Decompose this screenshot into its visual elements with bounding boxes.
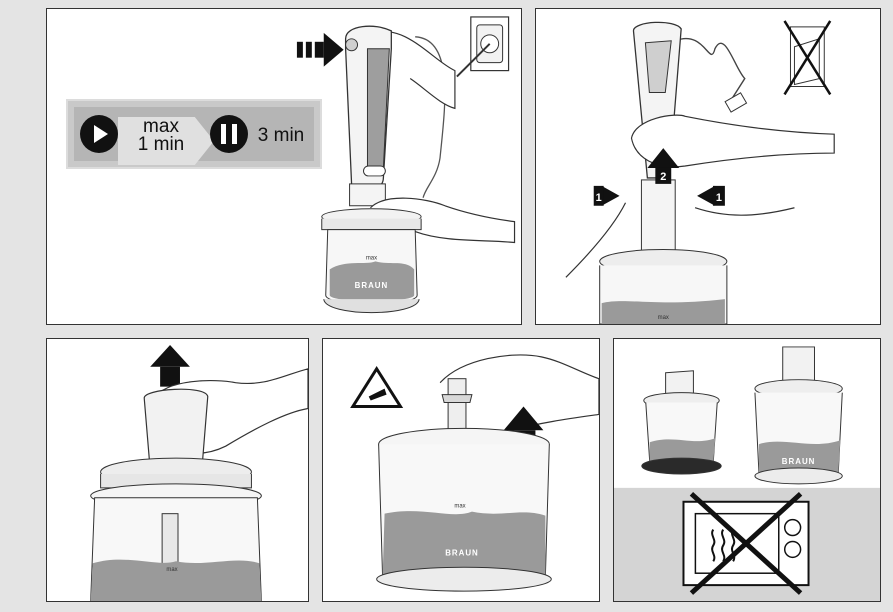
no-microwave-illustration: BRAUN — [614, 346, 880, 601]
max-run-label: max — [143, 116, 179, 137]
lift-motor-step: 2 — [647, 148, 680, 184]
no-immersion-icon — [783, 20, 832, 96]
jar-max-mark: max — [658, 315, 669, 321]
pause-icon — [210, 115, 248, 153]
large-bowl-brand-logo: BRAUN — [782, 457, 816, 466]
start-chopping-illustration: max BRAUN — [296, 16, 516, 314]
lift-up-arrow-icon — [150, 344, 190, 387]
detach-motor-illustration: 1 1 2 max — [565, 20, 835, 324]
pause-time-label: 3 min — [257, 125, 305, 146]
max-run-time: 1 min — [137, 134, 185, 155]
step-panel-detach-motor: 1 1 2 max — [535, 8, 881, 325]
remove-blade-illustration: max BRAUN — [350, 354, 599, 592]
prohibited-cross-icon — [689, 491, 803, 595]
jar-max-mark: max — [366, 255, 377, 261]
bowl-max-mark: max — [454, 504, 465, 510]
operating-time-box: max 1 min 3 min — [66, 99, 322, 169]
jar-max-mark: max — [166, 567, 177, 573]
wall-socket-icon — [456, 16, 510, 78]
chopper-bowl-illustration: max BRAUN — [321, 208, 422, 314]
hand-blender-illustration — [344, 25, 392, 207]
bowl-brand-logo: BRAUN — [445, 548, 479, 557]
max-run-tag — [118, 117, 214, 165]
jar-brand-logo: BRAUN — [355, 281, 389, 290]
svg-text:1: 1 — [596, 192, 602, 204]
press-arrow-icon — [296, 32, 344, 67]
svg-text:1: 1 — [716, 192, 722, 204]
step-panel-start-chopping: max BRAUN max 1 min 3 min — [46, 8, 522, 325]
release-button-right-step: 1 — [697, 185, 725, 206]
svg-text:2: 2 — [660, 171, 666, 183]
play-icon — [80, 115, 118, 153]
step-panel-remove-lid: max — [46, 338, 309, 602]
step-panel-no-microwave: BRAUN — [613, 338, 881, 602]
release-button-left-step: 1 — [593, 185, 620, 206]
step-panel-remove-blade: max BRAUN — [322, 338, 600, 602]
sharp-blade-warning-icon — [350, 365, 404, 408]
remove-lid-illustration: max — [90, 344, 308, 601]
